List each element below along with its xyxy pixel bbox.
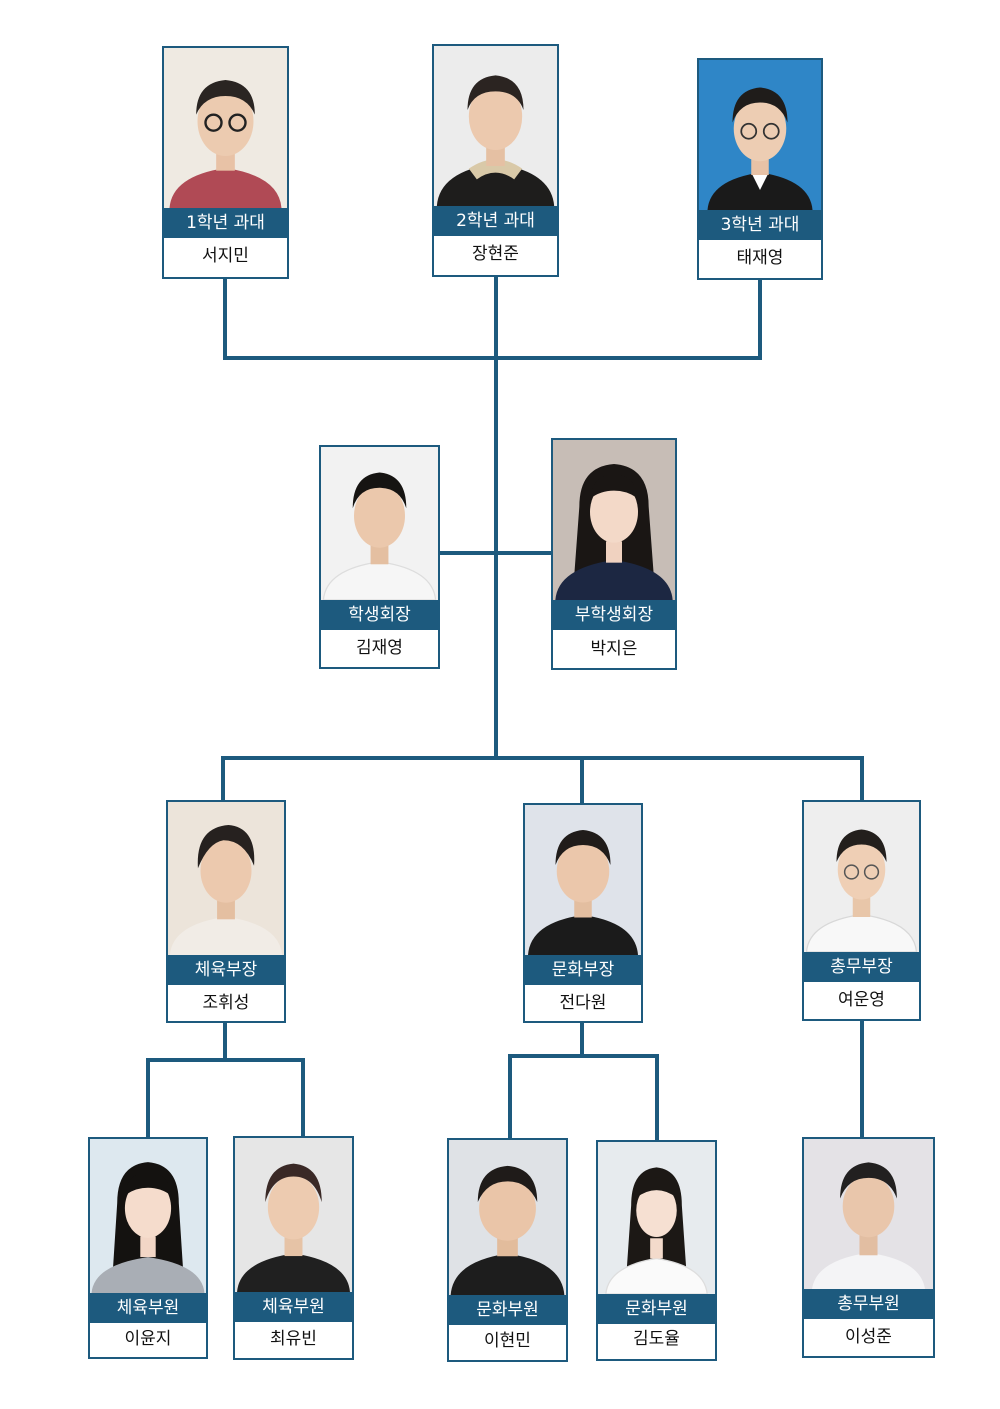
grade-rep-card-3: 3학년 과대 태재영	[697, 58, 823, 280]
member-name: 조휘성	[202, 993, 250, 1013]
role-label: 체육부장	[168, 955, 284, 985]
role-label: 문화부장	[525, 955, 641, 985]
connector-culture-members	[508, 1022, 659, 1140]
profile-photo	[525, 805, 641, 955]
member-name: 장현준	[472, 244, 519, 264]
connector-sports-members	[146, 1022, 305, 1138]
role-label: 2학년 과대	[434, 206, 557, 236]
role-label: 문화부원	[598, 1294, 715, 1324]
role-label: 학생회장	[321, 600, 438, 630]
profile-photo	[235, 1138, 352, 1292]
member-name: 김도율	[633, 1329, 680, 1349]
member-name: 태재영	[736, 248, 784, 268]
member-name: 이윤지	[124, 1329, 172, 1349]
grade-rep-card-1: 1학년 과대 서지민	[162, 46, 289, 279]
role-label: 문화부원	[449, 1295, 566, 1325]
member-name: 김재영	[356, 638, 403, 658]
profile-photo	[168, 802, 284, 955]
profile-photo	[804, 802, 919, 952]
member-name: 전다원	[559, 993, 607, 1013]
profile-photo	[321, 447, 438, 600]
profile-photo	[598, 1142, 715, 1294]
profile-photo	[449, 1140, 566, 1295]
member-name: 여운영	[838, 990, 885, 1010]
profile-photo	[699, 60, 821, 210]
connector-grade-reps	[223, 276, 762, 360]
member-name: 최유빈	[270, 1329, 317, 1349]
profile-photo	[804, 1139, 933, 1289]
member-name: 박지은	[590, 639, 638, 659]
profile-photo	[434, 46, 557, 206]
role-label: 총무부원	[804, 1289, 933, 1319]
sports-member-card-2: 체육부원 최유빈	[233, 1136, 354, 1360]
general-affairs-head-card: 총무부장 여운영	[802, 800, 921, 1021]
role-label: 1학년 과대	[164, 208, 287, 238]
profile-photo	[90, 1139, 206, 1293]
culture-member-card-2: 문화부원 김도율	[596, 1140, 717, 1361]
profile-photo	[553, 440, 675, 600]
member-name: 이성준	[845, 1327, 892, 1347]
culture-head-card: 문화부장 전다원	[523, 803, 643, 1023]
member-name: 서지민	[202, 246, 249, 266]
role-label: 3학년 과대	[699, 210, 821, 240]
grade-rep-card-2: 2학년 과대 장현준	[432, 44, 559, 277]
member-name: 이현민	[484, 1331, 531, 1351]
profile-photo	[164, 48, 287, 208]
connector-heads	[221, 756, 864, 803]
president-card: 학생회장 김재영	[319, 445, 440, 669]
role-label: 체육부원	[235, 1292, 352, 1322]
role-label: 총무부장	[804, 952, 919, 982]
general-affairs-member-card: 총무부원 이성준	[802, 1137, 935, 1358]
role-label: 부학생회장	[553, 600, 675, 630]
vice-president-card: 부학생회장 박지은	[551, 438, 677, 670]
sports-head-card: 체육부장 조휘성	[166, 800, 286, 1023]
role-label: 체육부원	[90, 1293, 206, 1323]
sports-member-card-1: 체육부원 이윤지	[88, 1137, 208, 1359]
culture-member-card-1: 문화부원 이현민	[447, 1138, 568, 1362]
